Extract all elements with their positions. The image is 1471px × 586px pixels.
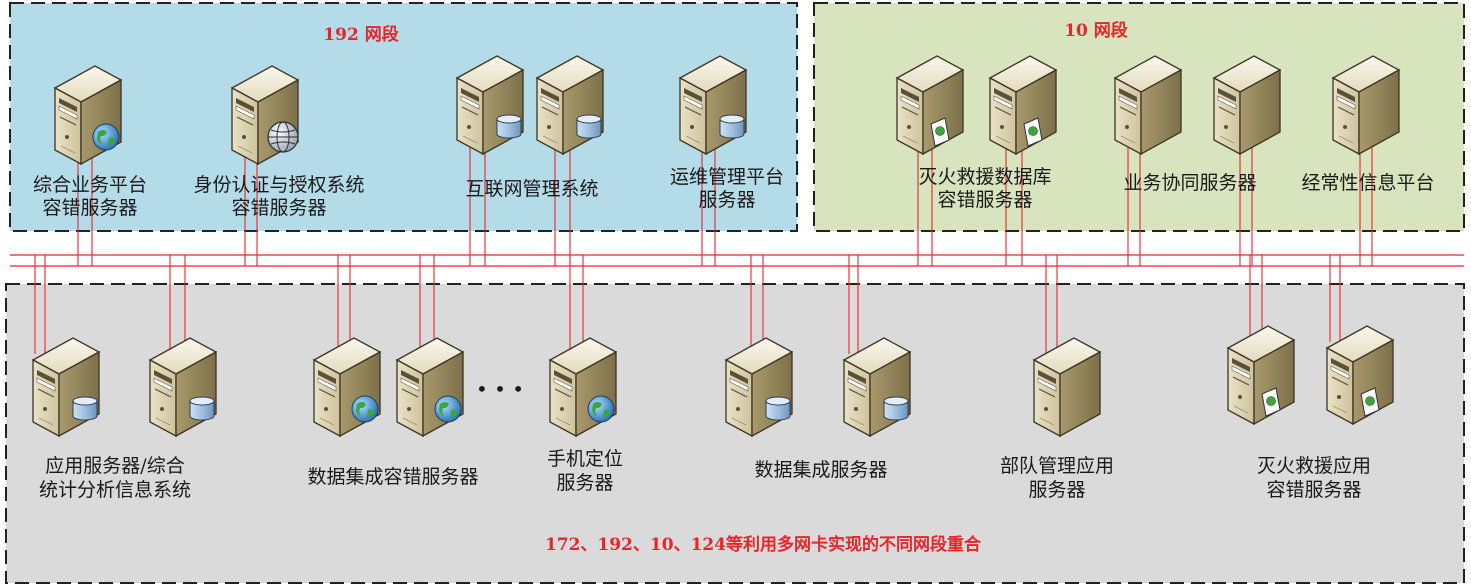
network-bus — [10, 254, 1464, 267]
server-icon — [724, 337, 794, 438]
label-integrated-business: 综合业务平台容错服务器 — [33, 174, 147, 219]
database-icon — [576, 114, 602, 139]
label-data-integration-ft: 数据集成容错服务器 — [307, 466, 478, 488]
servers — [31, 55, 1401, 438]
server-icon — [678, 55, 748, 156]
server-icon — [31, 337, 101, 438]
server-icon — [1331, 55, 1401, 156]
database-icon — [719, 114, 745, 139]
server-icon — [1032, 337, 1102, 438]
label-identity-auth: 身份认证与授权系统容错服务器 — [193, 174, 364, 219]
globe-icon — [434, 395, 462, 423]
zone-192-title: 192 网段 — [323, 24, 398, 45]
globe-icon — [92, 123, 120, 151]
server-icon — [1212, 55, 1282, 156]
server-icon — [53, 65, 123, 166]
globe-icon — [587, 395, 615, 423]
server-icon — [895, 55, 965, 156]
database-icon — [883, 396, 909, 421]
ellipsis: • • • — [476, 377, 524, 401]
zone-bottom-title: 172、192、10、124等利用多网卡实现的不同网段重合 — [545, 534, 982, 555]
document-icon — [1023, 117, 1043, 147]
database-icon — [189, 396, 215, 421]
label-troop-mgmt: 部队管理应用服务器 — [1000, 455, 1114, 501]
zone-bottom — [5, 283, 1465, 584]
database-icon — [496, 114, 522, 139]
label-fire-rescue-db: 灭火救援数据库容错服务器 — [918, 166, 1051, 211]
database-icon — [765, 396, 791, 421]
server-icon — [535, 55, 605, 156]
server-icon — [395, 337, 465, 438]
server-icon — [312, 337, 382, 438]
document-icon — [930, 117, 950, 147]
server-icon — [1325, 325, 1395, 426]
www-globe-icon — [267, 121, 299, 153]
document-icon — [1261, 387, 1281, 417]
label-data-integration: 数据集成服务器 — [754, 459, 887, 481]
server-icon — [988, 55, 1058, 156]
server-icon — [148, 337, 218, 438]
label-routine-info: 经常性信息平台 — [1301, 172, 1434, 194]
label-ops-mgmt: 运维管理平台服务器 — [670, 166, 784, 211]
zone-192 — [9, 2, 798, 232]
label-internet-mgmt: 互联网管理系统 — [465, 178, 598, 200]
database-icon — [72, 396, 98, 421]
server-icon — [548, 337, 618, 438]
label-phone-location: 手机定位服务器 — [547, 448, 623, 494]
server-icon — [1113, 55, 1183, 156]
label-business-collab: 业务协同服务器 — [1123, 172, 1256, 194]
document-icon — [1360, 387, 1380, 417]
zone-10-title: 10 网段 — [1064, 20, 1128, 41]
label-fire-rescue-app: 灭火救援应用容错服务器 — [1257, 455, 1371, 501]
connection-lines — [34, 136, 1373, 354]
server-icon — [455, 55, 525, 156]
server-icon — [1226, 325, 1296, 426]
globe-icon — [351, 395, 379, 423]
label-app-server-stats: 应用服务器/综合统计分析信息系统 — [39, 455, 191, 501]
server-icon — [230, 65, 300, 166]
server-icon — [842, 337, 912, 438]
